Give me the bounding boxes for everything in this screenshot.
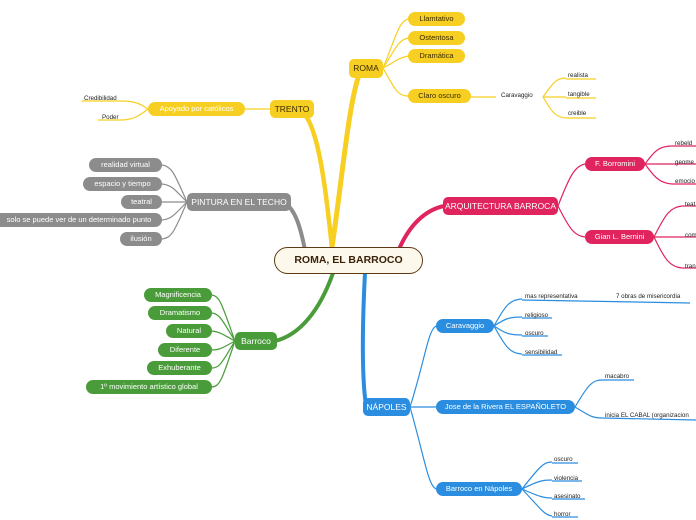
arquitectura-bernini[interactable]: Gian L. Bernini: [585, 230, 654, 244]
barroco-exhuberante[interactable]: Exhuberante: [147, 361, 212, 375]
barroco-napoles-violencia: violencia: [554, 475, 579, 482]
barroco-napoles-horror: horror: [554, 511, 571, 518]
borromini-geome: geome: [675, 159, 694, 166]
caravaggio-mas-representativa: mas representativa: [525, 293, 578, 300]
napoles-barroco-napoles[interactable]: Barroco en Nápoles: [436, 482, 522, 496]
branch-napoles: [360, 271, 368, 407]
caravaggio-tangible: tangible: [568, 91, 590, 98]
roma-node[interactable]: ROMA: [349, 59, 383, 78]
roma-item-claro-oscuro[interactable]: Claro oscuro: [408, 89, 471, 103]
ribera-el-cabal: inicia EL CABAL (organizacion: [605, 412, 689, 419]
branch-roma: [329, 75, 361, 250]
branch-barroco: [273, 271, 335, 343]
barroco-magnificencia[interactable]: Magnificencia: [144, 288, 212, 302]
trento-apoyado[interactable]: Apoyado por católicos: [148, 102, 245, 116]
barroco-primer-movimiento[interactable]: 1º movimiento artístico global: [86, 380, 212, 394]
borromini-rebeld: rebeld: [675, 140, 693, 147]
barroco-node[interactable]: Barroco: [235, 332, 277, 350]
napoles-node[interactable]: NÁPOLES: [363, 398, 410, 416]
techo-teatral[interactable]: teatral: [121, 195, 162, 209]
barroco-diferente[interactable]: Diferente: [158, 343, 212, 357]
barroco-napoles-oscuro: oscuro: [554, 456, 573, 463]
claro-oscuro-caravaggio: Caravaggio: [501, 92, 533, 99]
borromini-emocio: emocio: [675, 178, 695, 185]
roma-item-dramatica[interactable]: Dramática: [408, 49, 465, 63]
roma-item-llamtativo[interactable]: Llamtativo: [408, 12, 465, 26]
arquitectura-borromini[interactable]: F. Borromini: [585, 157, 645, 171]
caravaggio-sensibilidad: sensibilidad: [525, 349, 558, 356]
branch-trento: [297, 107, 335, 251]
napoles-ribera[interactable]: Jose de la Rivera EL ESPAÑOLETO: [436, 400, 575, 414]
trento-credibilidad: Credibilidad: [84, 95, 117, 102]
techo-realidad-virtual[interactable]: realidad virtual: [89, 158, 162, 172]
bernini-teat: teat: [685, 201, 696, 208]
ribera-macabro: macabro: [605, 373, 630, 380]
bernini-com: com: [685, 232, 696, 239]
caravaggio-7-obras: 7 obras de misericordia: [616, 293, 681, 300]
roma-item-ostentosa[interactable]: Ostentosa: [408, 31, 465, 45]
caravaggio-oscuro: oscuro: [525, 330, 544, 337]
caravaggio-religioso: religioso: [525, 312, 549, 319]
branch-arquitectura: [398, 204, 446, 249]
arquitectura-node[interactable]: ARQUITECTURA BARROCA: [443, 197, 558, 215]
techo-node[interactable]: PINTURA EN EL TECHO: [187, 193, 291, 211]
caravaggio-realista: realista: [568, 72, 588, 79]
barroco-natural[interactable]: Natural: [166, 324, 212, 338]
techo-determinado-punto[interactable]: solo se puede ver de un determinado punt…: [0, 213, 162, 227]
bernini-tran: tran: [685, 263, 696, 270]
napoles-caravaggio[interactable]: Caravaggio: [436, 319, 494, 333]
caravaggio-creible: creible: [568, 110, 587, 117]
barroco-dramatismo[interactable]: Dramatismo: [148, 306, 212, 320]
trento-poder: Poder: [102, 114, 119, 121]
techo-espacio-tiempo[interactable]: espacio y tiempo: [83, 177, 162, 191]
techo-ilusion[interactable]: ilusión: [120, 232, 162, 246]
barroco-napoles-asesinato: asesinato: [554, 493, 581, 500]
trento-node[interactable]: TRENTO: [270, 100, 314, 118]
root-node[interactable]: ROMA, EL BARROCO: [274, 247, 423, 274]
